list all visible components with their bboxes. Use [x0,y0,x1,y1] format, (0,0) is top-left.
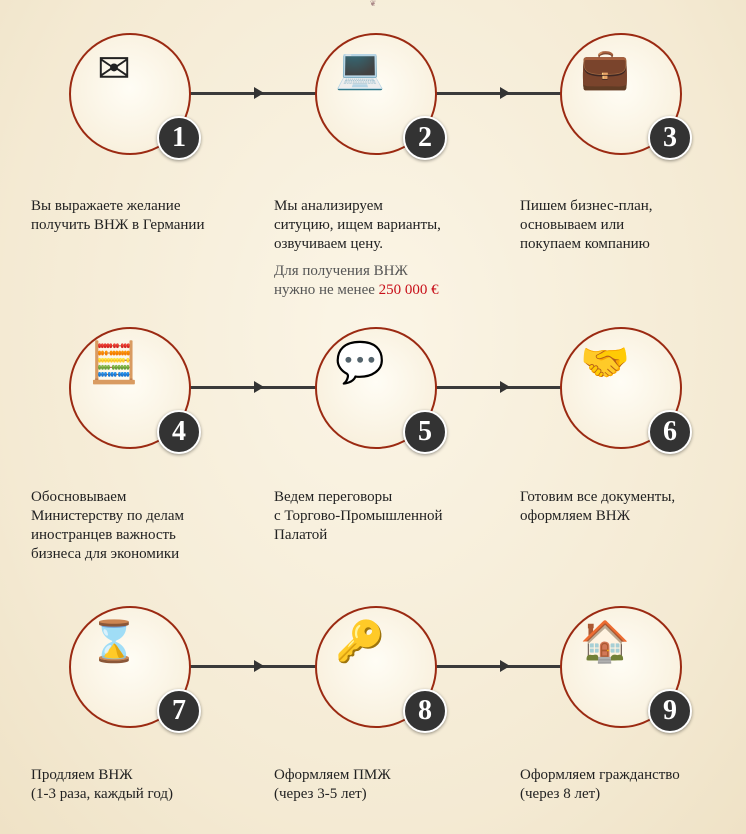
step-number-badge: 2 [403,116,447,160]
step-number-badge: 1 [157,116,201,160]
step-description: Готовим все документы, оформляем ВНЖ [520,489,676,524]
laptop-money-icon: 💻 [335,46,385,91]
arrow-icon [254,660,264,672]
briefcase-icon: 💼 [580,46,630,91]
note-text: Для получения ВНЖ нужно не менее [274,263,408,298]
arrow-icon [500,381,510,393]
step-description: Мы анализируем ситуцию, ищем варианты, о… [274,198,441,252]
hourglass-documents-icon: ⌛ [89,619,139,664]
arrow-icon [254,381,264,393]
top-ornament: ❦ [369,0,377,8]
connector-5-6 [435,386,562,389]
step-description: Ведем переговоры с Торгово-Промышленной … [274,489,443,543]
step-number-badge: 8 [403,689,447,733]
step-number-badge: 5 [403,410,447,454]
step-number-badge: 3 [648,116,692,160]
handshake-icon: 🤝 [580,340,630,385]
arrow-icon [500,660,510,672]
connector-8-9 [435,665,562,668]
step-number-badge: 9 [648,689,692,733]
connector-4-5 [189,386,316,389]
house-passport-icon: 🏠 [580,619,630,664]
calculator-icon: 🧮 [89,340,139,385]
step-number-badge: 6 [648,410,692,454]
minimum-amount: 250 000 € [378,282,439,298]
step-number-badge: 7 [157,689,201,733]
step-description: Пишем бизнес-план, основываем или покупа… [520,198,653,252]
step-description: Обосновываем Министерству по делам иност… [31,489,185,562]
arrow-icon [500,87,510,99]
keys-id-card-icon: 🔑 [335,619,385,664]
step-description: Оформляем гражданство (через 8 лет) [520,767,680,802]
step-description: Оформляем ПМЖ (через 3-5 лет) [274,767,391,802]
step-number-badge: 4 [157,410,201,454]
step-description: Продляем ВНЖ (1-3 раза, каждый год) [31,767,174,802]
step-description: Вы выражаете желание получить ВНЖ в Герм… [31,198,205,233]
connector-1-2 [189,92,316,95]
connector-2-3 [435,92,562,95]
connector-7-8 [189,665,316,668]
arrow-icon [254,87,264,99]
minimum-investment-note: Для получения ВНЖ нужно не менее 250 000… [274,262,509,300]
step-circle [69,33,191,155]
pen-speech-bubbles-icon: 💬 [335,340,385,385]
envelope-pen-icon: ✉ [97,46,131,91]
